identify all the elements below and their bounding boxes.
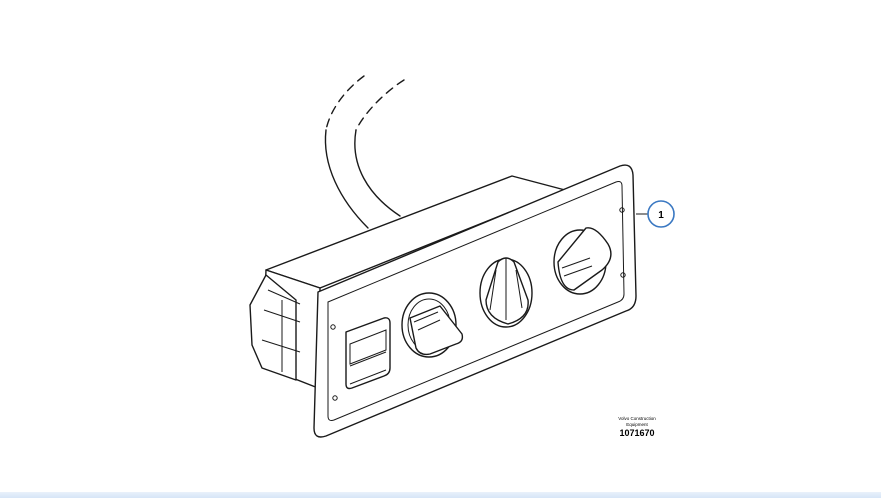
rotary-knob-right: [553, 227, 612, 295]
mounting-screw: [619, 207, 625, 213]
wiring-harness: [324, 75, 405, 229]
manufacturer-line-1: Volvo Construction: [618, 416, 656, 421]
front-bezel: [313, 164, 637, 438]
rotary-knob-center: [479, 257, 533, 328]
part-label: Volvo Construction Equipment 1071670: [618, 416, 656, 438]
panel-housing: [249, 175, 566, 389]
callout-1: 1: [636, 200, 675, 228]
manufacturer-line-2: Equipment: [626, 422, 648, 427]
mounting-screw: [620, 272, 626, 278]
mounting-screw: [332, 395, 338, 401]
part-number: 1071670: [619, 428, 654, 438]
mounting-screw: [330, 324, 336, 330]
bottom-bar: [0, 492, 881, 498]
callout-number: 1: [658, 210, 664, 221]
rocker-switch: [345, 317, 391, 390]
rotary-knob-left: [401, 292, 464, 358]
